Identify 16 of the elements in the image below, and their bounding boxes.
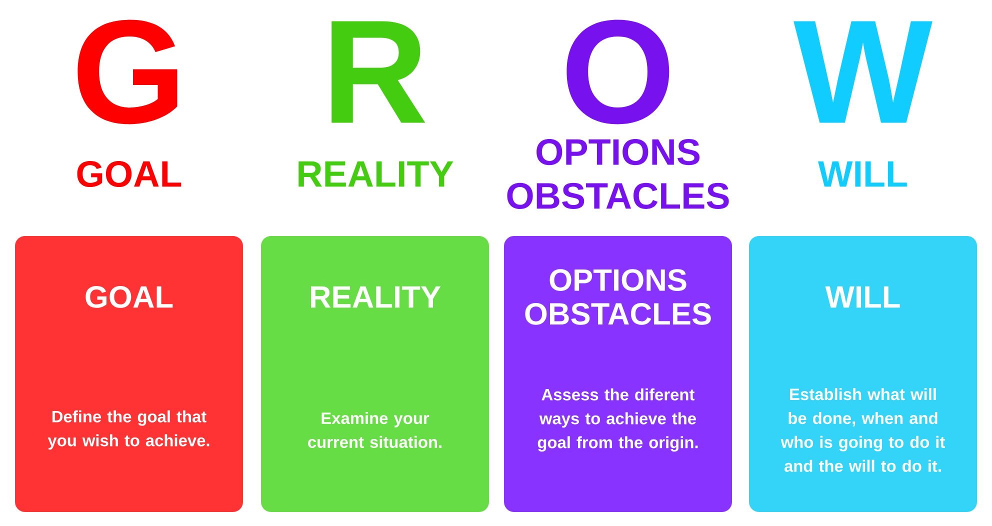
big-letter: R [332,21,426,123]
card-description: Establish what will be done, when and who is going to do it and the will to do it. [780,388,945,472]
title-word: GOAL [77,160,182,188]
big-letter: W [794,21,932,123]
card-description: Assess the diferent ways to achieve the goal from the origin. [538,388,698,452]
card-heading: WILL [825,286,900,308]
title-word: WILL [818,161,907,187]
title-word: OPTIONS OBSTACLES [507,139,729,209]
card-heading: REALITY [311,286,441,308]
card-description: Examine your current situation. [308,412,442,448]
title-word: REALITY [298,161,454,187]
big-letter: O [566,20,670,124]
card-heading: OPTIONS OBSTACLES [525,269,711,325]
card-description: Define the goal that you wish to achieve. [48,410,210,450]
card-heading: GOAL [86,286,173,308]
big-letter: G [78,20,178,124]
